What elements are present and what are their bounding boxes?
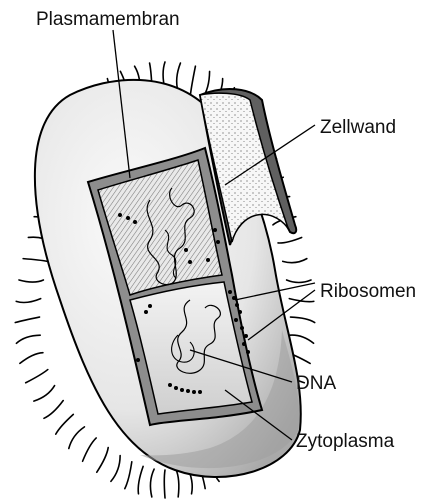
pilus: [287, 280, 311, 283]
ribosome-dot: [144, 310, 148, 314]
ribosome-dot: [235, 303, 239, 307]
label-zytoplasma: Zytoplasma: [296, 431, 395, 452]
pilus: [44, 401, 63, 419]
pilus: [56, 414, 74, 434]
pilus: [164, 470, 165, 498]
ribosome-dot: [228, 290, 232, 294]
label-dna: DNA: [296, 373, 336, 394]
ribosome-dot: [198, 390, 202, 394]
ribosome-dot: [238, 310, 242, 314]
pilus: [125, 462, 132, 489]
pilus: [83, 438, 97, 461]
ribosome-dot: [118, 213, 122, 217]
pilus: [19, 280, 43, 282]
ribosome-dot: [188, 260, 192, 264]
pilus: [97, 448, 108, 473]
pilus: [283, 259, 307, 263]
ribosome-dot: [213, 228, 217, 232]
ribosome-dot: [136, 358, 140, 362]
ribosome-dot: [174, 386, 178, 390]
pilus: [278, 237, 302, 243]
ribosome-dot: [186, 389, 190, 393]
pilus: [111, 456, 120, 482]
ribosome-dot: [133, 220, 137, 224]
ribosome-dot: [126, 216, 130, 220]
ribosome-dot: [184, 248, 188, 252]
pilus: [191, 66, 196, 93]
pilus: [15, 317, 39, 322]
pilus: [290, 317, 314, 322]
label-plasmamembran: Plasmamembran: [36, 9, 180, 30]
pilus: [290, 335, 314, 343]
label-zellwand: Zellwand: [320, 117, 396, 138]
ribosome-dot: [240, 326, 244, 330]
pilus: [176, 469, 179, 497]
ribosome-dot: [180, 388, 184, 392]
ribosome-dot: [216, 240, 220, 244]
ribosome-dot: [234, 318, 238, 322]
pilus: [26, 370, 48, 383]
pilus: [69, 427, 85, 449]
pilus: [20, 353, 43, 364]
ribosome-dot: [148, 304, 152, 308]
pilus: [150, 469, 154, 497]
pilus: [16, 299, 40, 303]
pilus: [138, 466, 143, 493]
pilus: [23, 259, 47, 262]
label-ribosomen: Ribosomen: [320, 281, 416, 302]
ribosome-dot: [246, 350, 250, 354]
pilus: [34, 386, 55, 402]
ribosome-dot: [192, 390, 196, 394]
pilus: [177, 63, 181, 91]
ribosome-dot: [244, 334, 248, 338]
pilus: [16, 335, 40, 343]
ribosome-dot: [242, 342, 246, 346]
ribosome-dot: [168, 383, 172, 387]
ribosome-dot: [206, 258, 210, 262]
